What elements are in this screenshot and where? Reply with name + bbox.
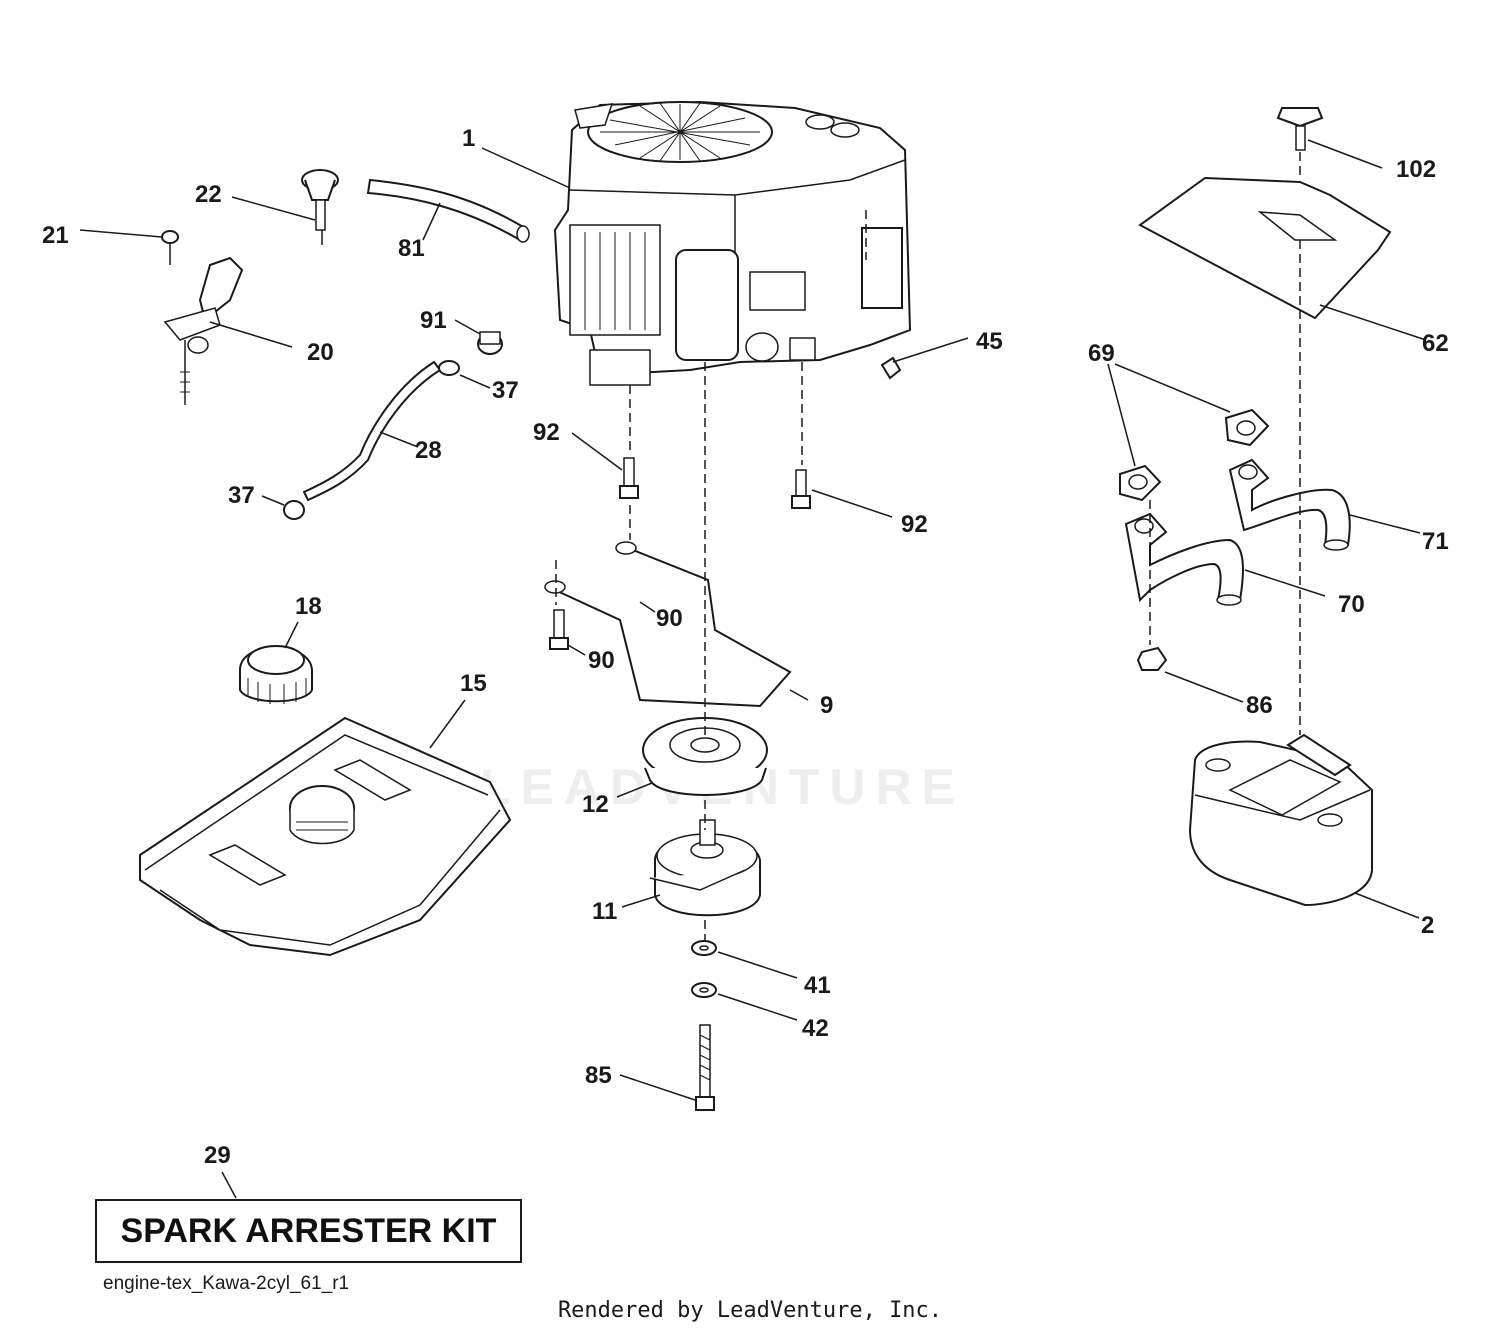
callout-15: 15 [460,670,487,697]
callout-1: 1 [462,125,475,152]
callout-90-lower: 90 [588,647,615,674]
callout-81: 81 [398,235,425,262]
pulley-part-12[interactable] [642,717,768,796]
bolt-part-85[interactable] [695,1024,715,1111]
callout-21: 21 [42,222,69,249]
kit-title: SPARK ARRESTER KIT [120,1211,497,1250]
bolt-part-21[interactable] [161,230,179,265]
callout-85: 85 [585,1062,612,1089]
clutch-part-11[interactable] [649,819,761,917]
callout-42: 42 [802,1015,829,1042]
oil-drain-part-45[interactable] [880,337,969,380]
engine-part-1[interactable] [553,100,912,386]
washer-part-41[interactable] [691,940,717,956]
callout-92-left: 92 [533,419,560,446]
callout-92-right: 92 [901,511,928,538]
callout-9: 9 [820,692,833,719]
choke-knob-part-22[interactable] [301,169,339,245]
callout-22: 22 [195,181,222,208]
fuel-hose-part-81[interactable] [366,178,530,243]
hose-clamp-part-37-lower[interactable] [283,500,305,520]
throttle-bracket-part-20[interactable] [163,256,244,405]
callout-70: 70 [1338,591,1365,618]
callout-20: 20 [307,339,334,366]
spark-arrester-kit-box[interactable]: SPARK ARRESTER KIT [95,1199,522,1263]
callout-28: 28 [415,437,442,464]
gasket-part-69-upper[interactable] [1224,408,1270,447]
bolt-part-92-left[interactable] [619,457,639,499]
fuel-cap-part-18[interactable] [239,645,313,704]
muffler-part-2[interactable] [1188,733,1373,907]
exhaust-pipe-part-71[interactable] [1228,458,1351,551]
fuel-line-part-28[interactable] [302,360,442,502]
diagram-id: engine-tex_Kawa-2cyl_61_r1 [103,1273,350,1294]
render-credit: Rendered by LeadVenture, Inc. [557,1298,943,1323]
callout-69: 69 [1088,340,1115,367]
callout-102: 102 [1396,156,1436,183]
callout-62: 62 [1422,330,1449,357]
callout-45: 45 [976,328,1003,355]
callout-86: 86 [1246,692,1273,719]
callout-90-upper: 90 [656,605,683,632]
bolt-part-92-right[interactable] [791,469,811,509]
bolt-part-90-lower[interactable] [549,609,569,650]
fuel-tank-part-15[interactable] [139,716,512,957]
alignment-lines [555,152,1301,940]
leader-lines [79,139,1427,1199]
hose-clamp-part-37-upper[interactable] [438,360,460,376]
callout-11: 11 [592,898,617,925]
kit-callout-29: 29 [204,1142,231,1169]
callout-2: 2 [1421,912,1434,939]
heat-shield-part-62[interactable] [1138,176,1392,320]
callout-labels: 1 22 81 21 20 91 37 28 37 92 92 45 102 6… [42,125,1449,1089]
exhaust-pipe-part-70[interactable] [1124,512,1244,606]
callout-41: 41 [804,972,831,999]
gasket-part-69-lower[interactable] [1119,464,1162,502]
nut-part-86[interactable] [1136,646,1168,671]
callout-12: 12 [582,791,609,818]
callout-91: 91 [420,307,447,334]
fitting-part-91[interactable] [477,331,503,355]
callout-71: 71 [1422,528,1449,555]
bracket-part-9[interactable] [544,541,792,708]
washer-part-42[interactable] [691,982,717,998]
callout-18: 18 [295,593,322,620]
callout-37-upper: 37 [492,377,519,404]
callout-37-lower: 37 [228,482,255,509]
bolt-part-102[interactable] [1276,107,1324,151]
